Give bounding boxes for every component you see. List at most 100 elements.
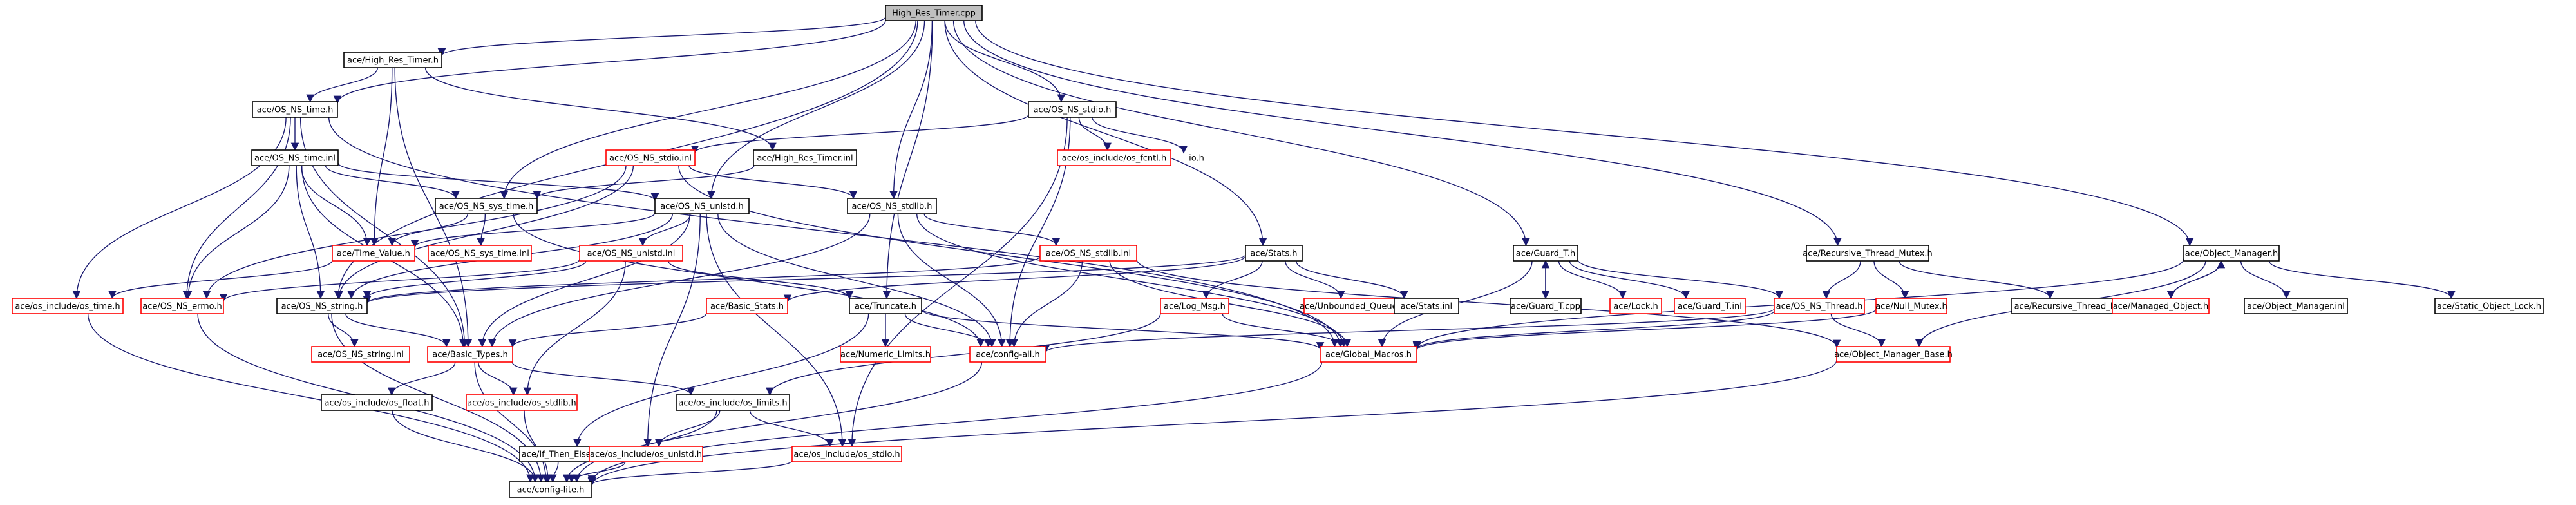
node-box-unistd_h — [654, 198, 750, 214]
node-guard_inl[interactable]: ace/Guard_T.inl — [1674, 298, 1746, 314]
node-box-sys_time_inl — [428, 245, 532, 262]
node-stdlib_h[interactable]: ace/OS_NS_stdlib.h — [847, 198, 937, 214]
node-label-stdlib_inl: ace/OS_NS_stdlib.inl — [1046, 249, 1131, 259]
node-managed_obj[interactable]: ace/Managed_Object.h — [2112, 298, 2210, 314]
edge-os_time-to-config_lite — [87, 313, 535, 483]
node-label-os_unistd: ace/os_include/os_unistd.h — [590, 450, 702, 460]
node-fcntl[interactable]: ace/os_include/os_fcntl.h — [1057, 149, 1171, 166]
edge-config_all-to-config_lite — [573, 361, 983, 483]
node-unistd_h[interactable]: ace/OS_NS_unistd.h — [654, 198, 750, 214]
node-truncate[interactable]: ace/Truncate.h — [849, 298, 922, 314]
edge-hrt_h-to-basic_types — [394, 67, 473, 348]
node-nsstdio_inl[interactable]: ace/OS_NS_stdio.inl — [605, 149, 696, 166]
node-sol_h[interactable]: ace/Static_Object_Lock.h — [2434, 298, 2544, 314]
edge-om_h-to-om_inl — [2240, 260, 2291, 300]
node-label-basic_stats: ace/Basic_Stats.h — [710, 302, 784, 312]
edge-basic_types-to-os_limits — [511, 361, 695, 396]
node-null_mutex[interactable]: ace/Null_Mutex.h — [1875, 298, 1947, 314]
node-om_inl[interactable]: ace/Object_Manager.inl — [2244, 298, 2348, 314]
node-os_limits[interactable]: ace/os_include/os_limits.h — [676, 394, 790, 411]
node-os_unistd[interactable]: ace/os_include/os_unistd.h — [589, 446, 703, 462]
node-config_lite[interactable]: ace/config-lite.h — [509, 481, 592, 498]
node-os_stdlib[interactable]: ace/os_include/os_stdlib.h — [466, 394, 578, 411]
edge-string_h-to-basic_types — [345, 313, 451, 348]
node-box-os_stdlib — [466, 394, 578, 411]
edge-unistd_h-to-unistd_inl — [638, 213, 691, 247]
node-label-sys_time_inl: ace/OS_NS_sys_time.inl — [430, 249, 529, 259]
node-label-om_h: ace/Object_Manager.h — [2185, 249, 2278, 259]
edge-root-to-rtm_h — [963, 20, 1842, 247]
node-om_base[interactable]: ace/Object_Manager_Base.h — [1834, 346, 1953, 363]
node-errno_h[interactable]: ace/OS_NS_errno.h — [140, 298, 224, 314]
node-stats_h[interactable]: ace/Stats.h — [1245, 245, 1303, 262]
node-label-io_h: io.h — [1189, 154, 1204, 164]
node-guard_h[interactable]: ace/Guard_T.h — [1513, 245, 1578, 262]
node-log_msg[interactable]: ace/Log_Msg.h — [1160, 298, 1229, 314]
node-unb_queue[interactable]: ace/Unbounded_Queue.h — [1300, 298, 1405, 314]
edge-nst_inl-to-unistd_h — [337, 162, 659, 202]
node-os_time[interactable]: ace/os_include/os_time.h — [12, 298, 124, 314]
node-box-guard_inl — [1674, 298, 1746, 314]
edge-root-to-unistd_h — [707, 20, 925, 200]
edge-thread_h-to-om_base — [1830, 313, 1886, 348]
edge-stats_h-to-stats_inl — [1295, 260, 1408, 300]
node-label-nsstdio_inl: ace/OS_NS_stdio.inl — [609, 154, 692, 164]
node-box-thread_h — [1774, 298, 1865, 314]
edge-om_h-to-sol_h — [2268, 260, 2456, 300]
node-thread_h[interactable]: ace/OS_NS_Thread.h — [1774, 298, 1865, 314]
node-label-time_value: ace/Time_Value.h — [337, 249, 410, 259]
node-sys_time_h[interactable]: ace/OS_NS_sys_time.h — [435, 198, 538, 214]
edge-ite-to-config_lite — [548, 461, 559, 483]
edge-managed_obj-to-om_h — [2170, 260, 2226, 299]
node-config_all[interactable]: ace/config-all.h — [969, 346, 1046, 363]
node-ite[interactable]: ace/If_Then_Else.h — [519, 446, 601, 462]
node-box-stdlib_h — [847, 198, 937, 214]
node-sys_time_inl[interactable]: ace/OS_NS_sys_time.inl — [428, 245, 532, 262]
node-root[interactable]: High_Res_Timer.cpp — [885, 5, 983, 21]
node-os_stdio[interactable]: ace/os_include/os_stdio.h — [791, 446, 902, 462]
node-unistd_inl[interactable]: ace/OS_NS_unistd.inl — [579, 245, 683, 262]
node-hrt_inl[interactable]: ace/High_Res_Timer.inl — [753, 149, 857, 166]
edge-unistd_h-to-basic_types — [478, 213, 690, 348]
node-stats_inl[interactable]: ace/Stats.inl — [1394, 298, 1459, 314]
edge-guard_h-to-guard_inl — [1569, 260, 1690, 300]
node-stdlib_inl[interactable]: ace/OS_NS_stdlib.inl — [1039, 245, 1137, 262]
edge-stats_h-to-basic_stats — [783, 256, 1246, 303]
node-basic_types[interactable]: ace/Basic_Types.h — [427, 346, 513, 363]
edge-basic_stats-to-basic_types — [508, 312, 707, 348]
node-nst_inl[interactable]: ace/OS_NS_time.inl — [251, 149, 339, 166]
edge-os_unistd-to-config_lite — [567, 461, 626, 483]
node-label-truncate: ace/Truncate.h — [855, 302, 916, 312]
node-string_h[interactable]: ace/OS_NS_string.h — [276, 298, 368, 314]
node-box-truncate — [849, 298, 922, 314]
node-label-basic_types: ace/Basic_Types.h — [432, 350, 507, 360]
node-box-unb_queue — [1303, 298, 1401, 314]
node-label-os_stdio: ace/os_include/os_stdio.h — [793, 450, 900, 460]
node-box-sys_time_h — [435, 198, 538, 214]
node-box-rtm_h — [1806, 245, 1929, 262]
node-label-nst_h: ace/OS_NS_time.h — [257, 106, 334, 115]
node-lock_h[interactable]: ace/Lock.h — [1609, 298, 1662, 314]
node-nsstdio_h[interactable]: ace/OS_NS_stdio.h — [1028, 101, 1117, 118]
node-string_inl[interactable]: ace/OS_NS_string.inl — [311, 346, 410, 363]
edge-log_msg-to-os_limits — [766, 313, 1161, 396]
node-global[interactable]: ace/Global_Macros.h — [1320, 346, 1417, 363]
node-io_h[interactable]: io.h — [1189, 154, 1204, 164]
node-rtm_h[interactable]: ace/Recursive_Thread_Mutex.h — [1803, 245, 1933, 262]
node-numeric[interactable]: ace/Numeric_Limits.h — [840, 346, 931, 363]
node-om_h[interactable]: ace/Object_Manager.h — [2183, 245, 2280, 262]
edge-nst_inl-to-time_value — [301, 165, 372, 247]
node-nst_h[interactable]: ace/OS_NS_time.h — [252, 101, 338, 118]
node-box-unistd_inl — [579, 245, 683, 262]
node-basic_stats[interactable]: ace/Basic_Stats.h — [706, 298, 788, 314]
node-label-log_msg: ace/Log_Msg.h — [1164, 302, 1226, 312]
node-box-hrt_h — [343, 52, 442, 68]
node-box-stdlib_inl — [1039, 245, 1137, 262]
node-guard_cpp[interactable]: ace/Guard_T.cpp — [1510, 298, 1582, 314]
node-label-rtm_h: ace/Recursive_Thread_Mutex.h — [1803, 249, 1933, 259]
node-time_value[interactable]: ace/Time_Value.h — [332, 245, 415, 262]
node-box-nst_h — [252, 101, 338, 118]
node-hrt_h[interactable]: ace/High_Res_Timer.h — [343, 52, 442, 68]
node-os_float[interactable]: ace/os_include/os_float.h — [321, 394, 433, 411]
